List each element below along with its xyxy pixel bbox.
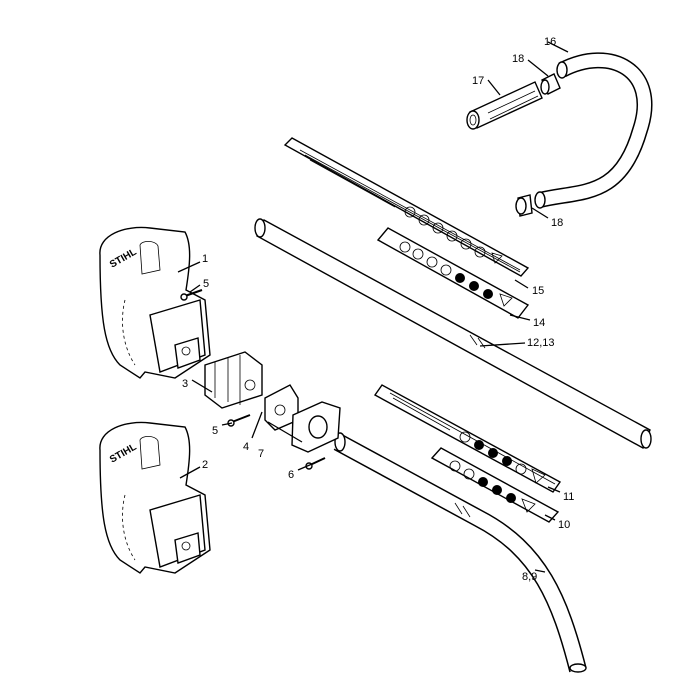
callout-2: 2 xyxy=(202,459,208,471)
clamp-block xyxy=(204,351,263,409)
housing-upper: STIHL xyxy=(99,226,211,379)
decal-lower xyxy=(376,227,530,319)
callout-10: 10 xyxy=(558,519,570,531)
screw-5-upper xyxy=(180,289,203,301)
decal-right-lower xyxy=(430,447,560,523)
callout-8-9: 8,9 xyxy=(522,571,537,583)
decal-right-upper-symbols xyxy=(459,431,546,484)
callout-labels: 1 5 3 5 4 7 6 2 8,9 10 11 12,13 14 15 16… xyxy=(182,36,574,583)
callout-14: 14 xyxy=(533,317,545,329)
callout-18-upper: 18 xyxy=(512,53,524,65)
decal-upper xyxy=(283,137,530,277)
decal-lower-symbols xyxy=(399,241,513,307)
leader-lines xyxy=(177,41,569,573)
callout-3: 3 xyxy=(182,378,188,390)
callout-4: 4 xyxy=(243,441,249,453)
callout-1: 1 xyxy=(202,253,208,265)
drive-tube-long xyxy=(254,218,652,449)
loop-handle-tube xyxy=(534,52,653,209)
screw-6 xyxy=(305,457,326,470)
bracket-plate xyxy=(291,401,341,453)
callout-12-13: 12,13 xyxy=(527,337,555,349)
grip-sleeve xyxy=(466,81,543,130)
end-cap-upper xyxy=(540,73,561,95)
decal-right-lower-symbols xyxy=(449,460,536,513)
callout-17: 17 xyxy=(472,75,484,87)
callout-7: 7 xyxy=(258,448,264,460)
screw-5-lower xyxy=(227,414,251,427)
callout-11: 11 xyxy=(563,491,574,503)
end-cap-lower xyxy=(515,194,533,217)
callout-18-lower: 18 xyxy=(551,217,563,229)
callout-5-lower: 5 xyxy=(212,425,218,437)
callout-16: 16 xyxy=(544,36,556,48)
housing-lower: STIHL xyxy=(99,421,211,574)
callout-5-upper: 5 xyxy=(203,278,209,290)
decal-right-upper xyxy=(373,384,562,493)
decal-upper-symbols xyxy=(404,206,503,264)
callout-15: 15 xyxy=(532,285,544,297)
callout-6: 6 xyxy=(288,469,294,481)
